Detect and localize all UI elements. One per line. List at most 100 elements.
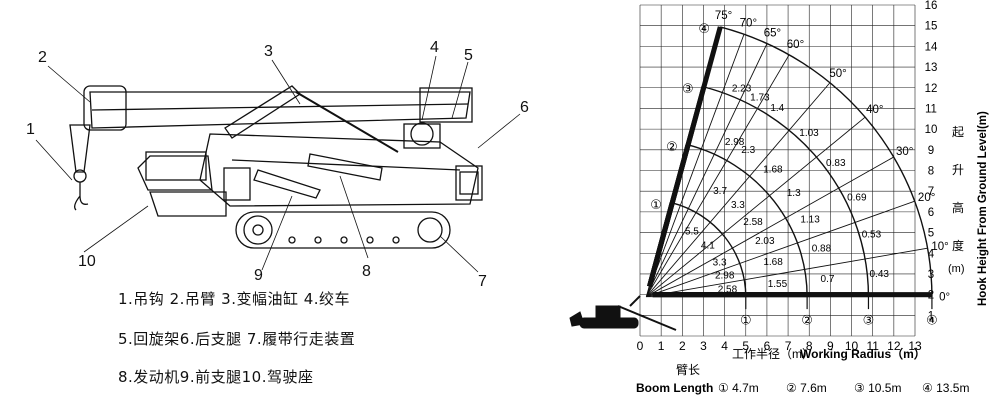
boom-raised [647,26,723,288]
load-label: 1.68 [763,165,783,176]
x-tick-label: 2 [679,339,686,353]
y-tick-label: 9 [928,145,934,157]
front-outrigger [223,167,251,201]
engine-cylinder [307,153,383,181]
rear-outrigger [455,165,483,201]
track-rollers [288,236,400,244]
angle-labels: 75°70°65°60°50°40°30°20°10°0° [715,10,950,304]
caption-line-3: 8.发动机9.前支腿10.驾驶座 [118,368,314,386]
x-tick-label: 3 [700,339,707,353]
boom-arc [687,144,808,297]
crane-drawing: 1 2 3 4 5 6 7 8 9 10 [26,39,529,290]
angle-label: 65° [764,27,781,39]
part-label-3: 3 [264,43,273,60]
boom-tip-tag: ② [801,313,813,328]
leader-lines [35,55,521,273]
load-label: 2.58 [743,217,763,228]
part-number-labels: 1 2 3 4 5 6 7 8 9 10 [26,39,529,290]
angle-ray [645,54,790,297]
y-tick-label: 16 [925,0,938,12]
angle-ray [646,156,894,298]
load-label: 2.98 [725,137,745,148]
boom-length-label-en: Boom Length [636,381,713,395]
frame-line [231,159,461,171]
y-tick-label: 14 [925,41,938,53]
chart-ticks: 0123456789101112131234567891011121314151… [637,0,938,353]
load-label: 1.68 [763,257,783,268]
sprocket-hub [252,224,264,236]
load-label: 2.03 [755,236,775,247]
boom-head [83,85,127,131]
part-label-1: 1 [26,121,35,138]
load-label: 3.3 [731,200,745,211]
part-label-2: 2 [38,49,47,66]
load-label: 1.03 [799,128,819,139]
y-tick-label: 11 [925,103,937,115]
boom-side-tag: ④ [698,21,710,36]
cab-panel [145,151,207,181]
angle-label: 70° [740,18,757,30]
load-label: 4.1 [701,240,715,251]
angle-ray [646,82,831,297]
x-tick-label: 6 [764,339,771,353]
boom-side-tag: ② [666,139,678,154]
hook-icon [74,182,89,211]
chart-grid [639,4,916,337]
cab-base [149,191,227,217]
luffing-cylinder [224,85,302,139]
y-tick-label: 5 [928,228,934,240]
load-label: 0.88 [812,244,832,255]
boom-length-label-cn: 臂长 [676,363,700,377]
xlabel-en: Working Radius（m） [800,346,926,361]
load-label: 1.55 [768,279,788,290]
ylabel-cn-char: 高 [952,200,964,215]
boom-length-entry: ② 7.6m [786,381,827,395]
boom-length-entry: ① 4.7m [718,381,759,395]
idler-wheel [417,217,443,243]
load-label: 5.5 [685,227,699,238]
mini-crane-icon [569,295,677,331]
caption-line-2: 5.回旋架6.后支腿 7.履带行走装置 [118,330,356,348]
x-tick-label: 12 [887,339,901,353]
angle-ray [646,200,915,298]
ylabel-cn-char: (m) [948,263,965,275]
x-tick-label: 4 [721,339,728,353]
load-chart: 0123456789101112131234567891011121314151… [569,0,989,395]
slewing-frame [199,133,479,207]
angle-ray [645,43,768,297]
boom-arc [671,202,747,297]
ylabel-cn-char: 起 [952,125,964,139]
load-label: 0.69 [847,192,867,203]
load-label: 1.13 [800,215,820,226]
boom-side-tag: ③ [682,81,694,96]
drive-sprocket [243,215,273,245]
ylabel-cn-char: 升 [952,163,964,177]
crawler-track [235,211,451,249]
load-label: 1.4 [770,103,784,114]
y-tick-label: 7 [928,186,934,198]
x-tick-label: 11 [866,339,879,353]
angle-rays [645,26,932,298]
y-tick-label: 15 [925,21,938,33]
angle-label: 0° [939,292,950,304]
load-label: 2.3 [741,145,755,156]
load-label: 0.53 [862,230,882,241]
ylabel-cn-char: 度 [952,238,964,253]
y-tick-label: 1 [928,310,934,322]
load-label: 0.83 [826,158,846,169]
winch-drum [410,122,434,146]
angle-label: 20° [918,192,935,204]
boom-arc [720,26,933,297]
rear-outrigger-pad [459,171,479,195]
load-label: 2.58 [718,284,738,295]
y-tick-label: 12 [925,83,938,95]
load-label: 0.43 [870,269,890,280]
angle-label: 50° [829,68,846,80]
boom-positions [647,26,933,310]
front-leg-cylinder [253,169,321,199]
load-label: 2.23 [732,83,752,94]
ylabel-cn: 起 升 高 度 (m) [948,125,965,275]
load-label: 3.3 [713,258,727,269]
angle-label: 30° [896,146,913,158]
